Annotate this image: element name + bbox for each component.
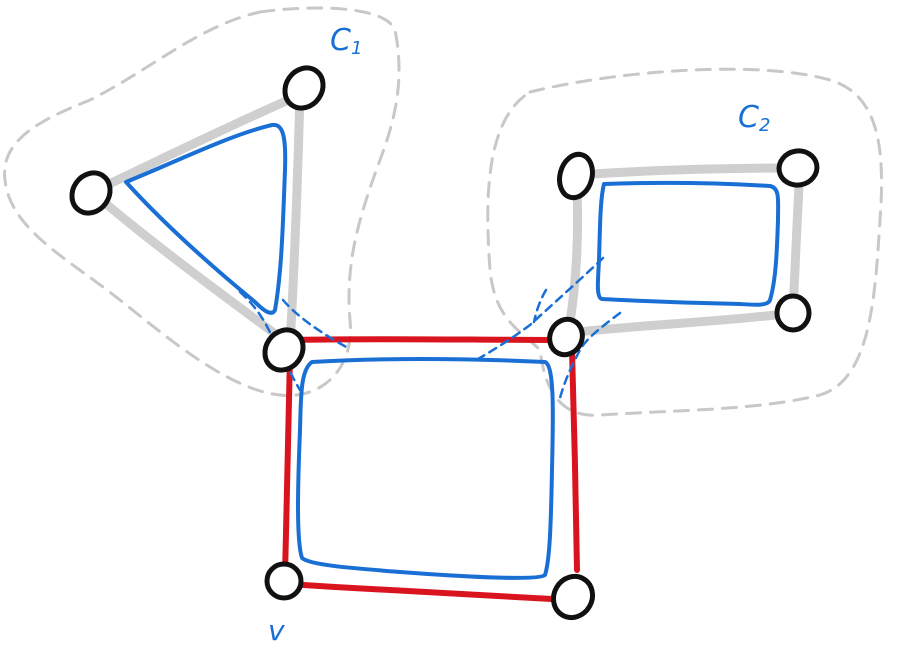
label-c2: C2 — [738, 100, 770, 136]
vertex-c2-bottomright — [774, 293, 812, 333]
edge-red-bottom — [285, 581, 573, 603]
edge-gray-c2-b — [788, 163, 805, 318]
blue-cycle-c1 — [124, 122, 288, 315]
vertex-c2-topleft — [557, 151, 595, 201]
label-c1: C1 — [330, 23, 362, 59]
blue-cycles — [124, 122, 781, 580]
vertex-shared-c2 — [547, 316, 585, 358]
dashed-c2-c — [532, 288, 548, 324]
vertex-c2-topright — [776, 148, 820, 188]
edge-gray-c1-b — [285, 90, 305, 350]
blue-cycle-main — [296, 357, 555, 580]
label-c1-subscript: 1 — [351, 38, 362, 59]
blue-dashed-connectors — [238, 256, 622, 400]
edge-gray-c1-a — [87, 90, 305, 197]
gray-edges — [87, 90, 805, 350]
dashed-c2-b — [558, 311, 622, 400]
edge-red-right — [569, 347, 580, 573]
vertex-v — [264, 561, 304, 601]
vertex-c1-left — [69, 170, 113, 216]
edge-gray-c2-a — [571, 163, 805, 180]
edge-gray-c2-c — [563, 308, 798, 338]
vertex-shared-c1 — [262, 327, 306, 373]
vertex-bottomright — [550, 573, 596, 621]
region-c2-outline — [486, 67, 883, 417]
dashed-c2-a — [471, 256, 605, 364]
vertex-c1-top — [282, 65, 326, 111]
vertices — [69, 65, 820, 621]
dashed-c1-b — [281, 298, 350, 350]
edge-red-left — [282, 352, 293, 578]
edge-gray-c1-c — [87, 187, 295, 350]
edge-red-top — [282, 336, 569, 343]
label-v: v — [268, 614, 285, 647]
label-c2-subscript: 2 — [759, 115, 770, 136]
red-cycle — [282, 336, 580, 603]
blue-cycle-c2 — [595, 180, 781, 307]
